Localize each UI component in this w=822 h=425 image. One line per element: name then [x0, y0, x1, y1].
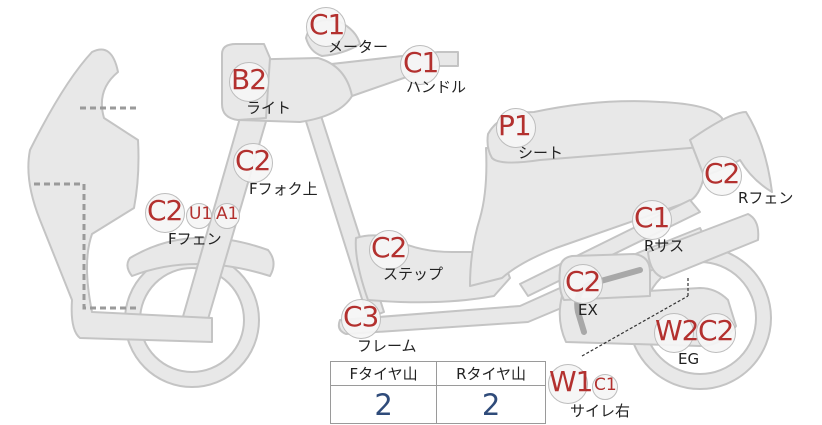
marker-circle-step [369, 230, 409, 270]
code-seat: P1 [498, 109, 532, 142]
marker-circle-ffender-u1 [186, 203, 212, 229]
marker-circle-frame [341, 299, 381, 339]
tire-tread-table: Fタイヤ山 Rタイヤ山 2 2 [329, 361, 546, 424]
code-ex: C2 [565, 265, 601, 298]
part-engine: EG [678, 350, 700, 368]
part-seat: シート [518, 144, 564, 162]
code-meter: C1 [309, 8, 345, 41]
part-handle: ハンドル [406, 78, 467, 96]
code-muffler-c1: C1 [594, 375, 617, 395]
marker-circle-eg-w2 [654, 313, 694, 353]
part-meter: メーター [328, 38, 389, 56]
code-handle: C1 [403, 46, 439, 79]
marker-circle-ffender [145, 193, 185, 233]
rear-tire-header: Rタイヤ山 [436, 361, 546, 386]
marker-circle-handle [400, 45, 440, 85]
code-rsus: C1 [634, 201, 670, 234]
code-frame: C3 [343, 300, 379, 333]
code-step: C2 [371, 231, 407, 264]
part-muffler: サイレ右 [570, 402, 631, 420]
part-step: ステップ [383, 265, 444, 283]
code-eg-c2: C2 [698, 314, 734, 347]
marker-circle-fork [233, 143, 273, 183]
front-tire-value: 2 [329, 385, 438, 424]
marker-circle-rsus [632, 200, 672, 240]
part-fork-upper: Fフォク上 [249, 180, 318, 198]
rear-suspension [647, 213, 760, 279]
marker-circle-ffender-a1 [214, 203, 240, 229]
body-panel [469, 139, 705, 287]
marker-circle-rfender [702, 156, 742, 196]
marker-circle-meter [306, 7, 346, 47]
marker-circle-muffler [548, 364, 588, 404]
part-light: ライト [246, 99, 292, 117]
front-tire-header: Fタイヤ山 [329, 361, 438, 386]
code-fork-upper: C2 [235, 144, 271, 177]
code-ffender-a1: A1 [216, 204, 239, 224]
seat [486, 100, 723, 164]
rear-tire-value: 2 [436, 385, 546, 424]
part-rsus: Rサス [644, 237, 685, 255]
code-ffender-u1: U1 [189, 204, 213, 224]
marker-circle-seat [496, 108, 536, 148]
code-muffler: W1 [549, 365, 593, 398]
part-ex: EX [578, 301, 598, 319]
marker-circle-ex [563, 264, 603, 304]
part-rfender: Rフェン [738, 189, 794, 207]
marker-circle-eg-c2 [696, 313, 736, 353]
code-light: B2 [231, 63, 267, 96]
leg-shield [27, 48, 213, 343]
marker-circle-light [229, 62, 269, 102]
code-rfender: C2 [704, 157, 740, 190]
marker-circle-muffler-c1 [592, 374, 618, 400]
code-eg-w2: W2 [655, 314, 699, 347]
part-frame: フレーム [357, 337, 417, 355]
part-ffender: Fフェン [168, 230, 222, 248]
code-ffender: C2 [147, 194, 183, 227]
